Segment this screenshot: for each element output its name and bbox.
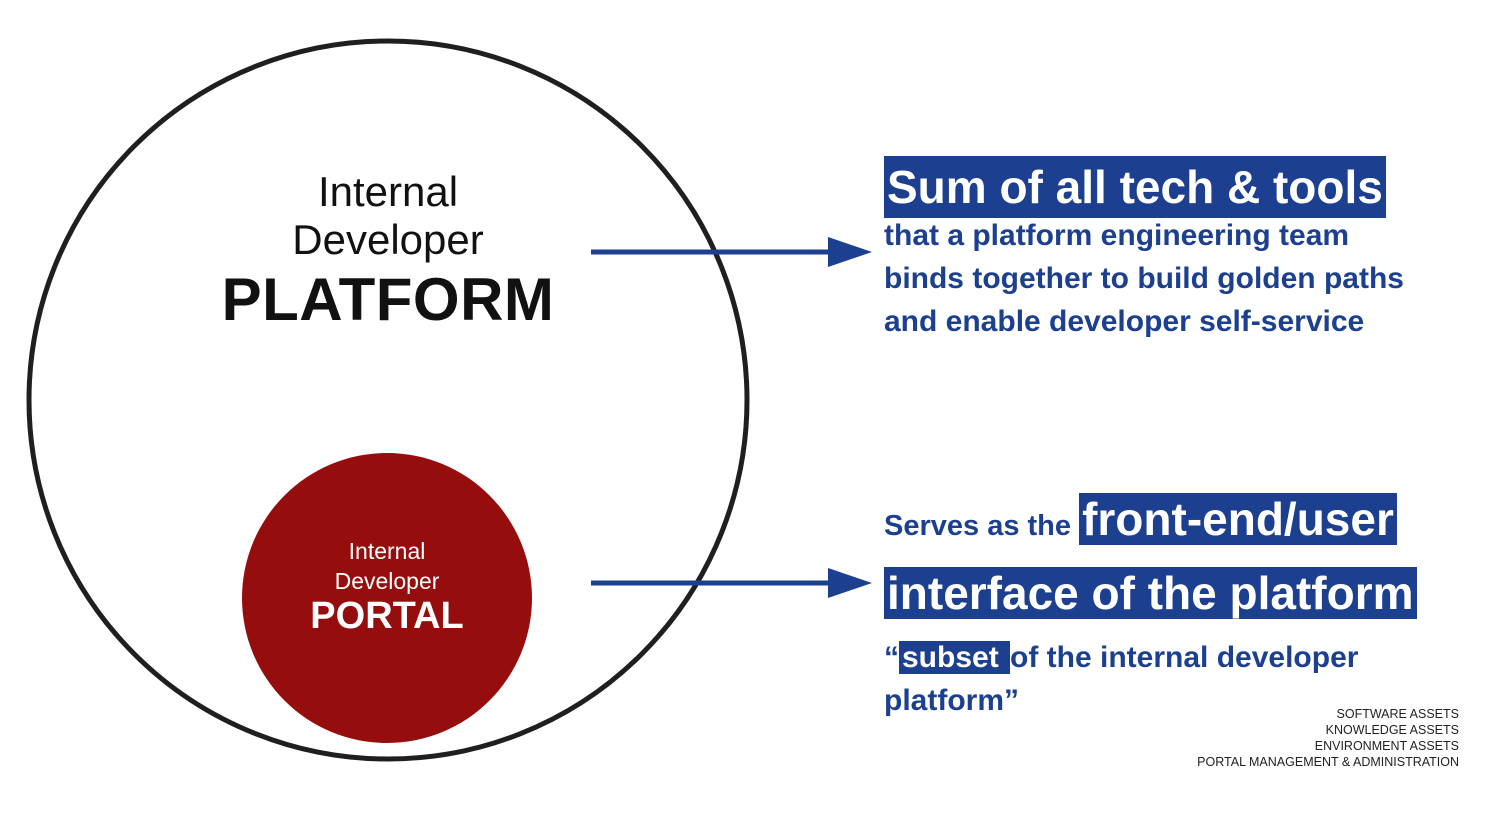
platform-label: Internal Developer PLATFORM bbox=[188, 168, 588, 334]
platform-description-headline: Sum of all tech & tools bbox=[884, 156, 1386, 218]
platform-label-title: PLATFORM bbox=[221, 265, 555, 333]
platform-description: Sum of all tech & tools that a platform … bbox=[884, 156, 1484, 343]
asset-item: ENVIRONMENT ASSETS bbox=[1314, 739, 1459, 753]
platform-description-body: that a platform engineering team binds t… bbox=[884, 214, 1484, 343]
portal-label-title: PORTAL bbox=[310, 594, 464, 637]
portal-description-quote: “subset of the internal developer bbox=[884, 636, 1484, 679]
portal-description: Serves as the front-end/user interface o… bbox=[884, 488, 1484, 722]
portal-description-headline-part1: front-end/user bbox=[1079, 493, 1397, 545]
asset-item: PORTAL MANAGEMENT & ADMINISTRATION bbox=[1197, 755, 1459, 769]
asset-list: SOFTWARE ASSETS KNOWLEDGE ASSETS ENVIRON… bbox=[1197, 706, 1459, 770]
platform-description-line2: binds together to build golden paths bbox=[884, 262, 1404, 295]
portal-label-line1: Internal bbox=[348, 538, 426, 564]
platform-label-line2: Developer bbox=[292, 216, 484, 264]
portal-description-line2: interface of the platform bbox=[884, 562, 1484, 636]
quote-rest: of the internal developer bbox=[1010, 641, 1359, 674]
quote-highlight: subset bbox=[899, 641, 1011, 674]
quote-open-mark: “ bbox=[884, 641, 899, 674]
portal-description-quote-end: platform” bbox=[884, 684, 1019, 717]
platform-description-line1: that a platform engineering team bbox=[884, 219, 1350, 252]
portal-description-line1: Serves as the front-end/user bbox=[884, 488, 1484, 562]
platform-label-line1: Internal bbox=[317, 168, 459, 215]
portal-label-line2: Developer bbox=[334, 568, 440, 595]
portal-arrow bbox=[591, 568, 872, 598]
asset-item: KNOWLEDGE ASSETS bbox=[1325, 723, 1459, 737]
asset-item: SOFTWARE ASSETS bbox=[1336, 707, 1459, 721]
platform-description-line3: and enable developer self-service bbox=[884, 305, 1365, 338]
portal-description-intro: Serves as the bbox=[884, 510, 1080, 542]
portal-circle bbox=[242, 453, 532, 743]
platform-circle bbox=[26, 38, 750, 762]
portal-description-headline-part2: interface of the platform bbox=[884, 567, 1417, 619]
portal-label: Internal Developer PORTAL bbox=[262, 538, 512, 639]
platform-arrow bbox=[591, 237, 872, 267]
